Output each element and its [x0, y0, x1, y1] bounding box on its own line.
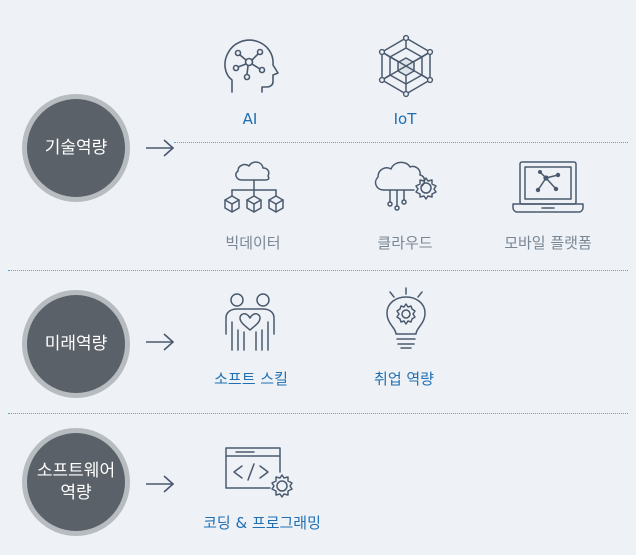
section-separator [8, 413, 628, 414]
software-competency-circle: 소프트웨어 역량 [22, 428, 130, 536]
future-competency-label: 미래역량 [27, 295, 125, 393]
item-label-soft-skill: 소프트 스킬 [214, 370, 288, 388]
ai-head-icon [224, 39, 279, 93]
software-competency-label-line1: 소프트웨어 [36, 461, 116, 481]
software-competency-label: 소프트웨어 역량 [27, 433, 125, 531]
software-competency-label-line2: 역량 [60, 483, 92, 503]
item-label-employment: 취업 역량 [374, 370, 434, 388]
code-window-icon [225, 447, 293, 498]
tech-competency-label: 기술역량 [27, 99, 125, 197]
iot-cube-icon [378, 34, 434, 98]
item-label-coding: 코딩 & 프로그래밍 [203, 514, 321, 532]
arrow-icon [146, 333, 175, 351]
item-label-cloud: 클라우드 [377, 234, 433, 252]
section-separator [8, 270, 628, 271]
tech-competency-circle: 기술역량 [22, 94, 130, 202]
laptop-network-icon [512, 161, 584, 213]
item-label-mobile-platform: 모바일 플랫폼 [504, 234, 592, 252]
item-label-iot: IoT [393, 110, 417, 128]
cloud-gear-icon [374, 161, 437, 211]
item-label-big-data: 빅데이터 [225, 234, 281, 252]
arrow-icon [146, 475, 175, 493]
row-separator [174, 142, 628, 143]
arrow-icon [146, 139, 175, 157]
future-competency-circle: 미래역량 [22, 290, 130, 398]
people-heart-icon [225, 293, 275, 351]
big-data-icon [224, 161, 284, 213]
lightbulb-gear-icon [386, 287, 426, 349]
item-label-ai: AI [242, 110, 258, 128]
